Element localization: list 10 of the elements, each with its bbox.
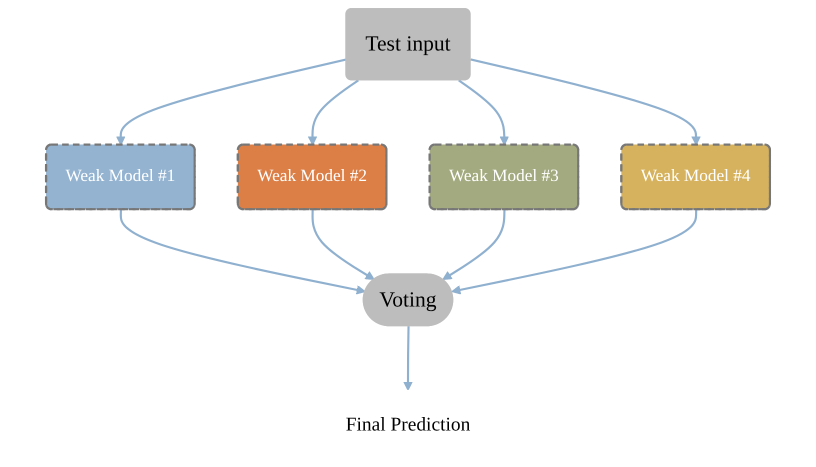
arrow — [458, 79, 510, 146]
arrow — [120, 210, 366, 295]
arrow — [403, 326, 413, 391]
arrow — [451, 210, 698, 295]
arrow — [308, 79, 359, 146]
arrow — [442, 210, 506, 280]
node-text: Final Prediction — [346, 413, 470, 435]
arrow — [116, 58, 347, 146]
arrow — [470, 58, 701, 146]
arrow — [311, 210, 375, 280]
